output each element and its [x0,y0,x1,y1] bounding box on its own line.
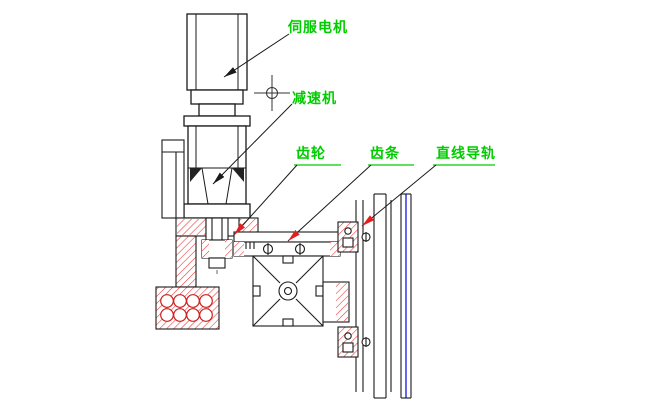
leader-reducer [212,103,293,185]
connector-bracket-section [322,281,350,323]
servo-motor-body [186,13,248,117]
label-rack: 齿条 [370,146,400,162]
label-gear: 齿轮 [296,146,326,162]
bearing-box-section [155,286,220,330]
leader-servo-motor [223,33,290,78]
label-servo-motor: 伺服电机 [288,20,348,36]
carriage-block-lower [337,326,371,358]
left-mounting-bracket [161,139,185,219]
leader-lines [212,33,437,242]
leader-linear-guide [361,164,437,227]
leader-gear [233,164,298,236]
reducer-body [183,115,251,219]
carriage-block-upper [337,221,371,253]
pinion-gear-section [201,217,233,269]
label-reducer: 减速机 [292,91,337,107]
leader-rack [287,164,372,242]
label-linear-guide: 直线导轨 [436,146,496,162]
center-mark-icon [254,75,290,111]
aluminum-profile-section [252,255,324,327]
rack-section [233,231,341,257]
vertical-plate-section [175,235,197,288]
